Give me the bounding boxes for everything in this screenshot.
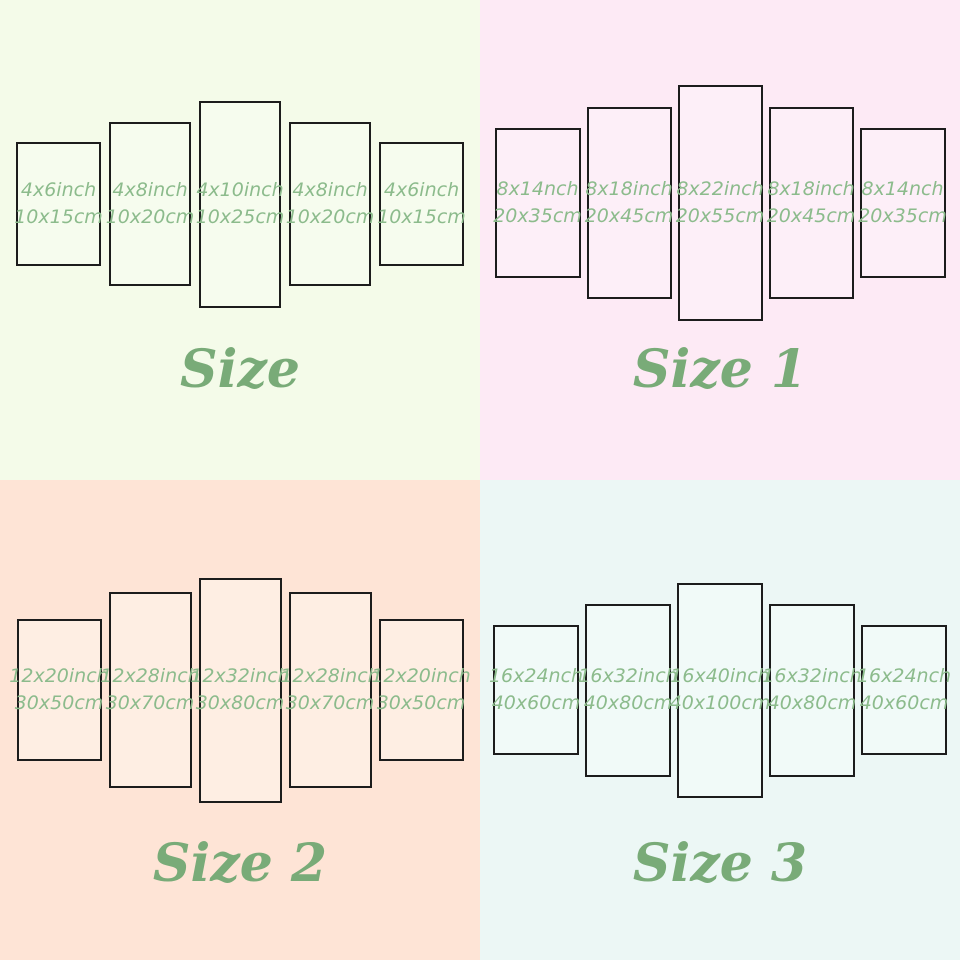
quadrant-size: 4x6inch 10x15cm 4x8inch 10x20cm 4x10inch… xyxy=(0,0,480,480)
canvas-panel: 12x20inch 30x50cm xyxy=(371,619,471,761)
panel-inch-label: 16x32inch xyxy=(578,665,678,687)
panel-cm-label: 10x15cm xyxy=(14,206,103,228)
canvas-panel: 16x24nch 40x60cm xyxy=(489,625,583,755)
canvas-panel: 4x6inch 10x15cm xyxy=(377,142,466,266)
quadrant-size-2: 12x20inch 30x50cm 12x28inch 30x70cm 12x3… xyxy=(0,480,480,960)
panel-inch-label: 12x20inch xyxy=(9,665,109,687)
canvas-panel: 12x28inch 30x70cm xyxy=(100,592,200,788)
canvas-panel: 12x20inch 30x50cm xyxy=(9,619,109,761)
panel-cm-label: 30x80cm xyxy=(195,692,285,714)
quadrant-title: Size 3 xyxy=(632,833,808,894)
panel-row: 8x14nch 20x35cm 8x18inch 20x45cm 8x22inc… xyxy=(480,0,960,406)
quadrant-title: Size 1 xyxy=(632,339,808,400)
panel-cm-label: 10x20cm xyxy=(285,206,375,228)
panel-inch-label: 12x28inch xyxy=(100,665,200,687)
quadrant-size-1: 8x14nch 20x35cm 8x18inch 20x45cm 8x22inc… xyxy=(480,0,960,480)
panel-cm-label: 20x35cm xyxy=(858,205,947,227)
panel-row: 12x20inch 30x50cm 12x28inch 30x70cm 12x3… xyxy=(0,480,480,900)
canvas-panel: 16x40inch 40x100cm xyxy=(670,582,770,798)
panel-cm-label: 20x35cm xyxy=(493,205,582,227)
panel-cm-label: 40x60cm xyxy=(491,692,581,714)
panel-inch-label: 8x14nch xyxy=(496,178,579,200)
panel-cm-label: 20x55cm xyxy=(675,205,765,227)
canvas-panel: 12x32inch 30x80cm xyxy=(190,577,290,803)
panel-cm-label: 20x45cm xyxy=(584,205,674,227)
panel-cm-label: 40x100cm xyxy=(669,692,771,714)
panel-cm-label: 40x80cm xyxy=(583,692,673,714)
panel-inch-label: 12x20inch xyxy=(371,665,471,687)
panel-inch-label: 4x8inch xyxy=(112,179,188,201)
panel-cm-label: 40x80cm xyxy=(767,692,857,714)
panel-row: 4x6inch 10x15cm 4x8inch 10x20cm 4x10inch… xyxy=(0,0,480,408)
canvas-panel: 16x24nch 40x60cm xyxy=(857,625,951,755)
panel-cm-label: 30x50cm xyxy=(14,692,104,714)
canvas-panel: 8x18inch 20x45cm xyxy=(766,107,856,299)
canvas-panel: 4x6inch 10x15cm xyxy=(14,142,103,266)
panel-inch-label: 4x8inch xyxy=(292,179,368,201)
quadrant-size-3: 16x24nch 40x60cm 16x32inch 40x80cm 16x40… xyxy=(480,480,960,960)
panel-cm-label: 30x70cm xyxy=(105,692,195,714)
panel-cm-label: 10x20cm xyxy=(105,206,195,228)
panel-inch-label: 4x6inch xyxy=(20,179,97,201)
panel-cm-label: 40x60cm xyxy=(859,692,949,714)
panel-row: 16x24nch 40x60cm 16x32inch 40x80cm 16x40… xyxy=(480,480,960,900)
canvas-panel: 16x32inch 40x80cm xyxy=(578,603,678,777)
quadrant-title: Size xyxy=(180,339,300,400)
canvas-panel: 8x22inch 20x55cm xyxy=(675,85,765,321)
canvas-panel: 16x32inch 40x80cm xyxy=(762,603,862,777)
panel-inch-label: 8x14nch xyxy=(861,178,944,200)
panel-cm-label: 30x50cm xyxy=(376,692,466,714)
panel-inch-label: 16x40inch xyxy=(670,665,770,687)
canvas-panel: 8x14nch 20x35cm xyxy=(858,128,947,278)
panel-inch-label: 4x10inch xyxy=(196,179,284,201)
panel-cm-label: 20x45cm xyxy=(766,205,856,227)
canvas-panel: 8x18inch 20x45cm xyxy=(584,107,674,299)
panel-inch-label: 16x32inch xyxy=(762,665,862,687)
canvas-panel: 4x8inch 10x20cm xyxy=(106,122,194,286)
panel-cm-label: 30x70cm xyxy=(285,692,375,714)
panel-inch-label: 12x28inch xyxy=(280,665,380,687)
panel-inch-label: 8x18inch xyxy=(585,178,673,200)
canvas-panel: 8x14nch 20x35cm xyxy=(493,128,582,278)
panel-inch-label: 8x22inch xyxy=(676,178,764,200)
canvas-panel: 4x8inch 10x20cm xyxy=(286,122,374,286)
panel-inch-label: 16x24nch xyxy=(856,665,952,687)
panel-inch-label: 4x6inch xyxy=(383,179,460,201)
panel-cm-label: 10x15cm xyxy=(377,206,466,228)
canvas-panel: 4x10inch 10x25cm xyxy=(196,100,284,308)
panel-inch-label: 16x24nch xyxy=(488,665,584,687)
quadrant-title: Size 2 xyxy=(152,833,328,894)
canvas-panel: 12x28inch 30x70cm xyxy=(280,592,380,788)
panel-inch-label: 8x18inch xyxy=(767,178,855,200)
panel-cm-label: 10x25cm xyxy=(195,206,285,228)
panel-inch-label: 12x32inch xyxy=(190,665,290,687)
